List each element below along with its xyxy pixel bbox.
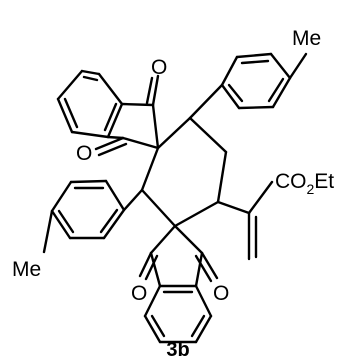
bond-to-ester (247, 180, 274, 215)
ester-ethyl-label: Et (314, 170, 334, 193)
cyclohexane-to-upper-tolyl-bond (188, 83, 224, 120)
lower-five-membered-ring (149, 224, 204, 288)
upper-indanedione (56, 69, 160, 157)
cyclohexane-to-acrylate-bond (216, 200, 251, 215)
ester-co-label: CO (275, 170, 307, 193)
lower-carbonyl-bonds (138, 251, 219, 283)
oxygen-lower-right-label: O (213, 282, 229, 305)
methyl-top-label: Me (292, 27, 321, 50)
acrylate-side-chain (247, 180, 274, 261)
upper-carbonyl-bonds (94, 74, 160, 157)
ester-group-label: CO2Et (275, 170, 334, 197)
upper-benzo-ring (56, 69, 124, 139)
lower-tolyl-group (42, 179, 126, 254)
upper-methyl-bond (288, 52, 308, 80)
ester-subscript-label: 2 (307, 181, 315, 197)
oxygen-lower-left-label: O (131, 282, 147, 305)
oxygen-upper-right-label: O (151, 56, 167, 79)
lower-methyl-bond (42, 209, 54, 254)
cyclohexane-ring (122, 83, 251, 228)
lower-indanedione (138, 224, 219, 344)
methyl-left-label: Me (12, 258, 41, 281)
compound-label: 3b (166, 339, 189, 361)
oxygen-upper-left-label: O (76, 142, 92, 165)
lower-benzo-ring (143, 284, 213, 344)
cyclohexane-to-lower-tolyl-bond (122, 188, 144, 212)
upper-tolyl-group (220, 52, 308, 110)
